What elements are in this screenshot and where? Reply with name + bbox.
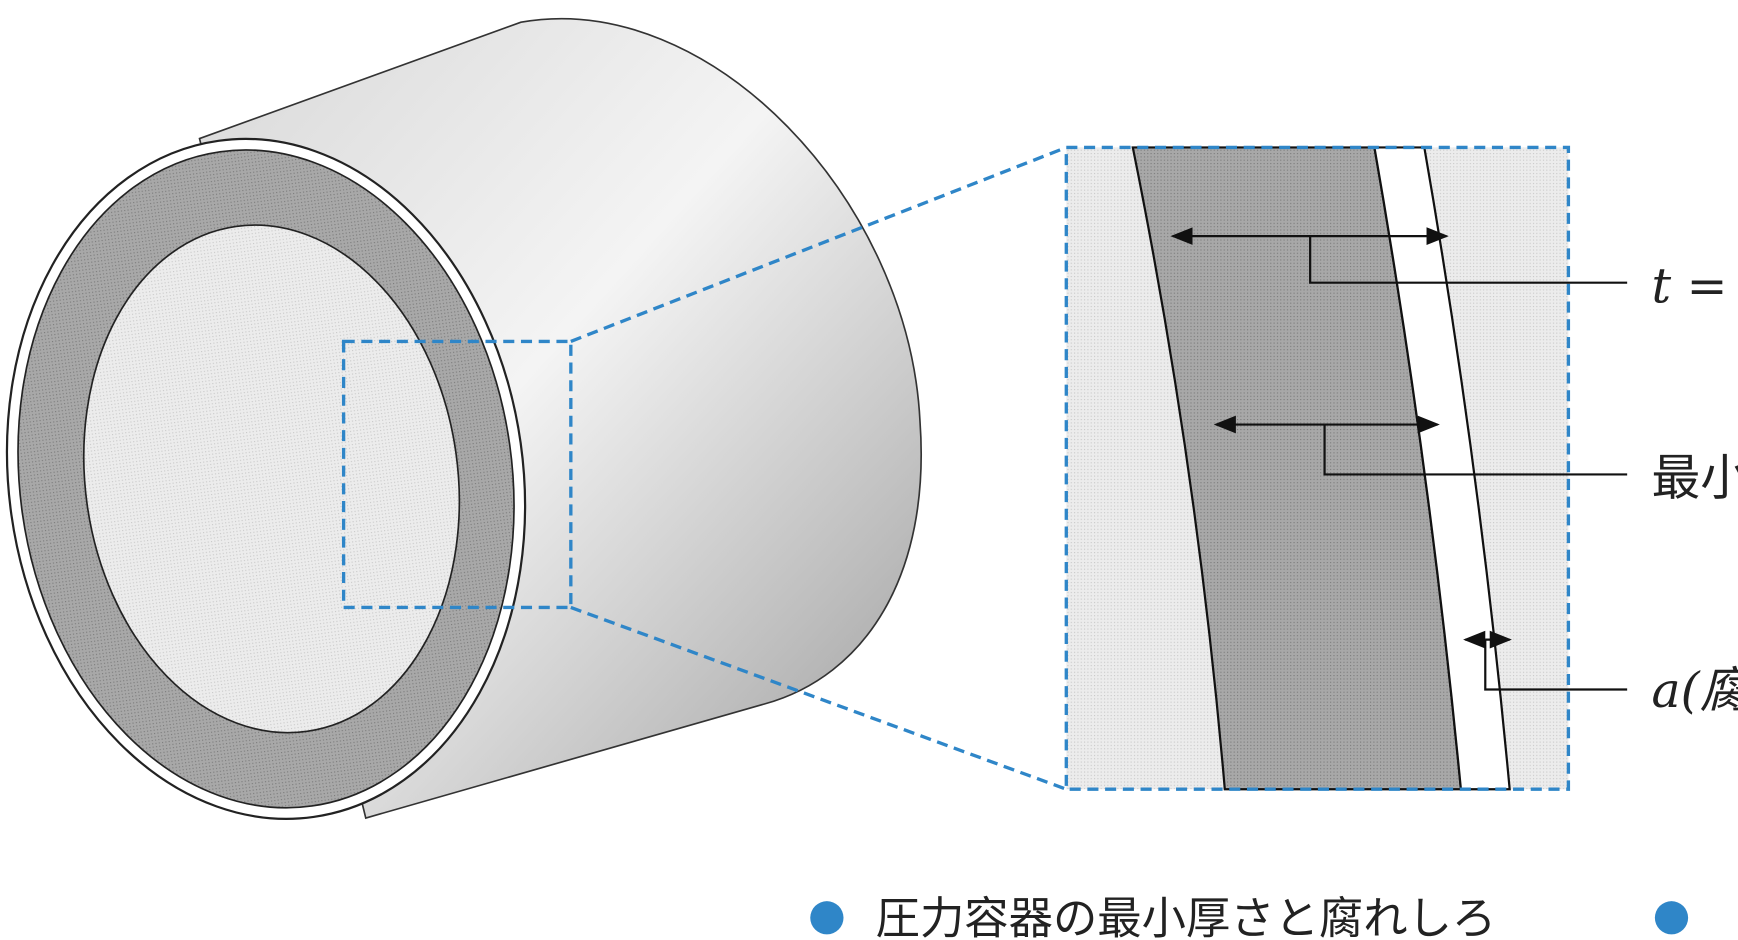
connector-top: [570, 145, 1067, 343]
cylinder-inner-bore: [82, 224, 461, 734]
detail-source-box: [341, 339, 573, 610]
detail-box: [1064, 145, 1571, 791]
minimum-dimension: [1213, 415, 1628, 476]
detail-view: [1064, 145, 1571, 791]
corrosion-dimension: [1463, 630, 1628, 691]
minimum-label: 最小: [1652, 449, 1738, 506]
caption-bullet-right: [1654, 901, 1689, 935]
thickness-dimension: [1170, 227, 1628, 284]
thickness-label: t =: [1652, 258, 1728, 315]
caption-bullet-left: [810, 901, 844, 935]
figure-caption: 圧力容器の最小厚さと腐れしろ: [876, 893, 1497, 940]
corrosion-label: a(腐: [1652, 662, 1738, 719]
